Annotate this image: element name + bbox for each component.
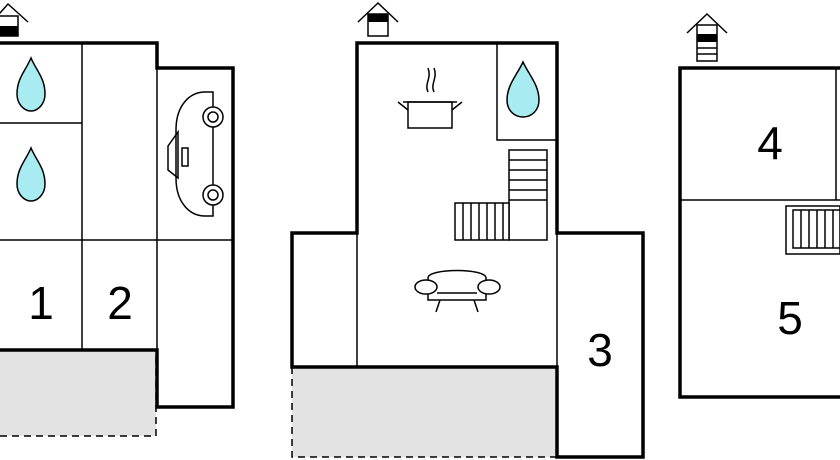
room-number: 4 [757, 117, 783, 169]
house-icon [686, 12, 728, 62]
room-number: 2 [107, 277, 133, 329]
room-number: 3 [587, 324, 613, 376]
terrace-area [0, 350, 156, 436]
water-drop-icon [16, 146, 46, 202]
terrace-dashed-outline [291, 367, 556, 458]
plan-middle: 3 [290, 1, 645, 459]
inner-wall [496, 43, 557, 141]
sofa-icon [414, 269, 501, 313]
staircase-icon [785, 205, 840, 255]
car-icon [167, 91, 224, 217]
terrace-dashed-outline [0, 350, 157, 437]
water-drop-icon [506, 60, 540, 118]
house-icon [0, 2, 29, 37]
house-icon [357, 1, 399, 37]
plan-left: 1 2 [0, 2, 235, 437]
outer-wall [290, 41, 645, 459]
outer-wall [678, 66, 840, 399]
outer-wall [0, 41, 235, 409]
room-number: 5 [777, 292, 803, 344]
water-drop-icon [16, 56, 46, 112]
staircase-icon [454, 149, 548, 241]
room-number: 1 [28, 277, 54, 329]
plan-right: 4 5 [678, 12, 840, 399]
cooking-pot-icon [397, 67, 463, 129]
terrace-area [292, 367, 556, 457]
